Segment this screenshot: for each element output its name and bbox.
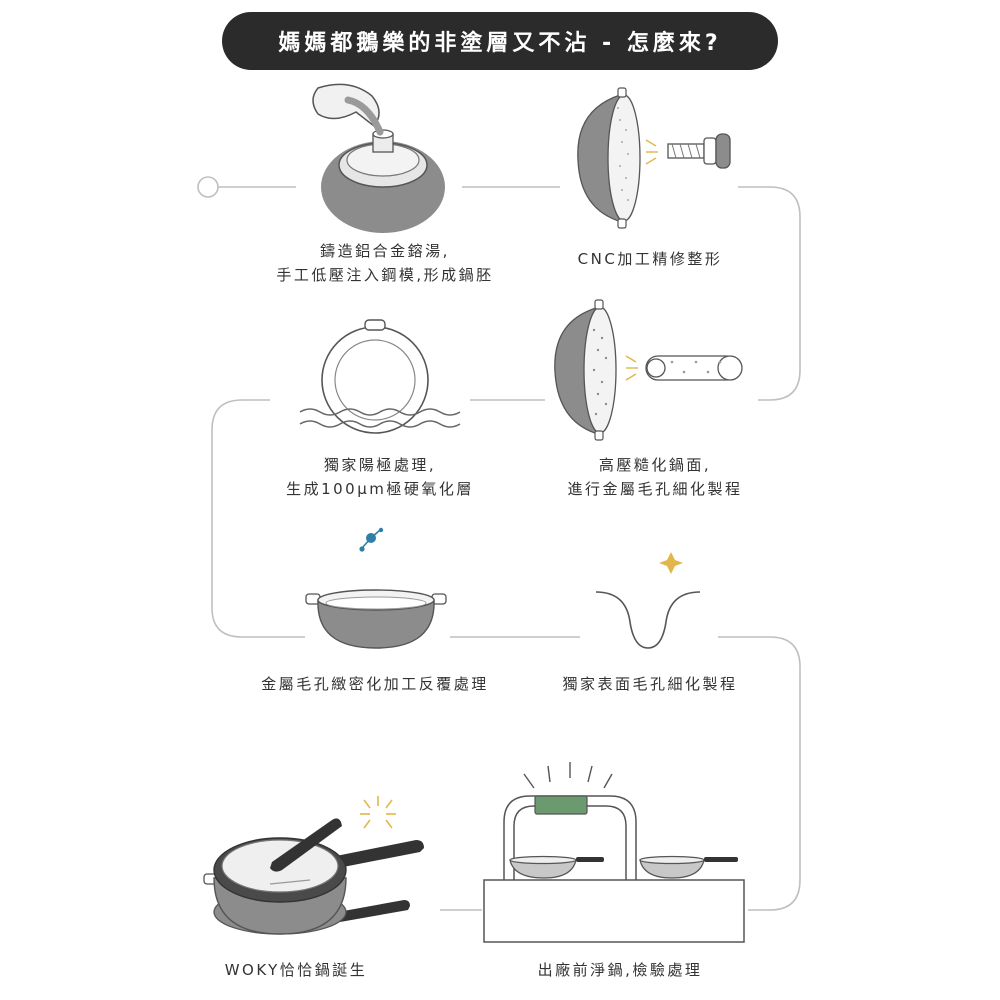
sandblast-illustration [554, 299, 743, 441]
step-caption-sandblast: 高壓糙化鍋面, 進行金屬毛孔細化製程 [530, 453, 780, 501]
flow-connector [197, 176, 801, 911]
step-caption-anodize: 獨家陽極處理, 生成100μm極硬氧化層 [260, 453, 500, 501]
anodize-illustration [299, 319, 461, 434]
page-title: 媽媽都鵝樂的非塗層又不沾 - 怎麼來? [222, 12, 778, 70]
step-caption-inspect: 出廠前淨鍋,檢驗處理 [510, 958, 730, 982]
step-caption-anodize-line1: 獨家陽極處理, [323, 456, 437, 474]
inspect-illustration [483, 762, 745, 943]
step-caption-densify-line1: 金屬毛孔緻密化加工反覆處理 [261, 675, 489, 693]
step-caption-cast-line2: 手工低壓注入鋼模,形成鍋胚 [276, 266, 494, 284]
step-caption-cast: 鑄造鋁合金鎔湯, 手工低壓注入鋼模,形成鍋胚 [250, 239, 520, 287]
cnc-illustration [577, 87, 731, 229]
densify-illustration [305, 527, 447, 649]
step-caption-surface-line1: 獨家表面毛孔細化製程 [562, 675, 738, 693]
step-caption-sandblast-line2: 進行金屬毛孔細化製程 [567, 480, 743, 498]
flow-start-node [197, 176, 219, 198]
step-caption-anodize-line2: 生成100μm極硬氧化層 [286, 480, 474, 498]
step-caption-sandblast-line1: 高壓糙化鍋面, [598, 456, 712, 474]
casting-illustration [312, 83, 445, 233]
step-caption-surface: 獨家表面毛孔細化製程 [540, 672, 760, 696]
step-caption-cnc-line1: CNC加工精修整形 [577, 250, 723, 268]
surface-illustration [595, 552, 701, 649]
born-illustration [203, 796, 424, 935]
step-caption-inspect-line1: 出廠前淨鍋,檢驗處理 [537, 961, 703, 979]
step-caption-cast-line1: 鑄造鋁合金鎔湯, [320, 242, 450, 260]
step-caption-born: WOKY恰恰鍋誕生 [206, 958, 386, 982]
step-caption-born-line1: WOKY恰恰鍋誕生 [224, 961, 368, 979]
step-caption-densify: 金屬毛孔緻密化加工反覆處理 [240, 672, 510, 696]
step-caption-cnc: CNC加工精修整形 [540, 247, 760, 271]
